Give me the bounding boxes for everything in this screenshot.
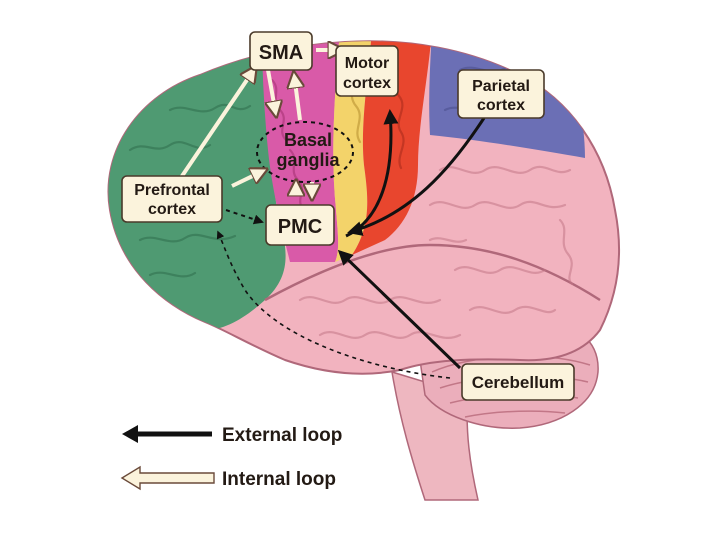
svg-text:Basal: Basal: [284, 130, 332, 150]
svg-text:External loop: External loop: [222, 425, 342, 446]
motor-cortex-label: Motor cortex: [335, 45, 399, 97]
parietal-cortex-label: Parietal cortex: [457, 69, 545, 119]
svg-text:cortex: cortex: [148, 201, 196, 218]
legend-internal-loop: Internal loop: [120, 465, 336, 491]
svg-text:Motor: Motor: [345, 55, 389, 72]
gyri-texture: [123, 58, 574, 339]
svg-text:SMA: SMA: [259, 42, 303, 64]
svg-text:Internal loop: Internal loop: [222, 469, 336, 490]
svg-text:Parietal: Parietal: [472, 78, 530, 95]
svg-text:ganglia: ganglia: [276, 150, 340, 170]
svg-text:Cerebellum: Cerebellum: [472, 373, 565, 392]
basal-ganglia-outline: [256, 121, 354, 183]
pmc-label: PMC: [265, 204, 335, 246]
svg-text:cortex: cortex: [343, 75, 391, 92]
legend: External loop Internal loop: [120, 425, 342, 491]
svg-text:cortex: cortex: [477, 97, 525, 114]
external-loop-arrows: [216, 109, 486, 379]
premotor-region: [262, 41, 340, 262]
cerebellum-label: Cerebellum: [461, 363, 575, 401]
prefrontal-cortex-label: Prefrontal cortex: [121, 175, 223, 223]
basal-ganglia-label: Basal ganglia: [276, 130, 340, 170]
sma-label: SMA: [249, 31, 313, 71]
svg-text:Prefrontal: Prefrontal: [134, 182, 210, 199]
svg-text:PMC: PMC: [278, 216, 322, 238]
legend-external-loop: External loop: [122, 425, 342, 446]
